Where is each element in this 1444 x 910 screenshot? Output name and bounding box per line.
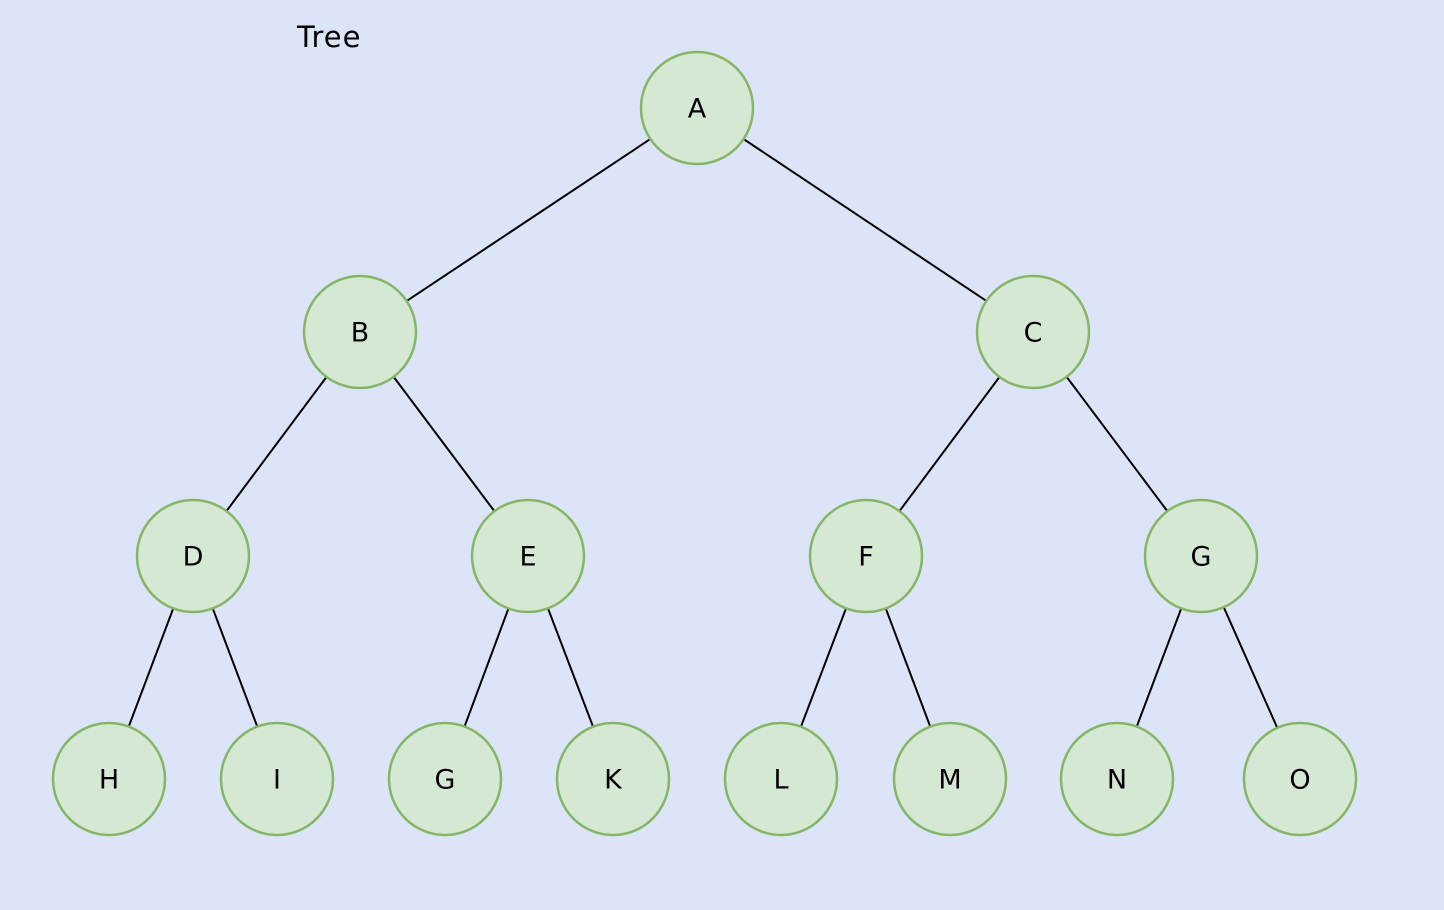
node-label: N [1107, 765, 1127, 796]
node-label: H [99, 765, 119, 796]
tree-edge-A-B [359, 107, 698, 333]
tree-node-L[interactable]: L [723, 721, 839, 837]
node-circle[interactable] [723, 721, 839, 837]
tree-node-I[interactable]: I [219, 721, 335, 837]
tree-node-G[interactable]: G [1143, 498, 1259, 614]
node-label: L [773, 765, 788, 796]
node-label: K [604, 765, 623, 796]
tree-node-A[interactable]: A [639, 50, 755, 166]
tree-node-O[interactable]: O [1242, 721, 1358, 837]
tree-nodes-layer: A B C D E F G H I G K L M N O [51, 50, 1358, 837]
node-circle[interactable] [135, 498, 251, 614]
tree-edges-layer [108, 107, 1301, 780]
node-circle[interactable] [51, 721, 167, 837]
node-label: M [938, 765, 961, 796]
node-circle[interactable] [975, 274, 1091, 390]
tree-node-K[interactable]: K [555, 721, 671, 837]
node-label: D [183, 542, 204, 573]
node-label: A [688, 94, 707, 125]
node-label: I [273, 765, 281, 796]
tree-node-B[interactable]: B [302, 274, 418, 390]
tree-node-N[interactable]: N [1059, 721, 1175, 837]
node-circle[interactable] [387, 721, 503, 837]
node-circle[interactable] [1059, 721, 1175, 837]
node-label: O [1289, 765, 1310, 796]
node-label: F [858, 542, 874, 573]
node-circle[interactable] [302, 274, 418, 390]
tree-node-H[interactable]: H [51, 721, 167, 837]
node-label: E [519, 542, 536, 573]
node-circle[interactable] [555, 721, 671, 837]
tree-node-C[interactable]: C [975, 274, 1091, 390]
node-circle[interactable] [892, 721, 1008, 837]
tree-node-E[interactable]: E [470, 498, 586, 614]
node-label: G [1191, 542, 1212, 573]
tree-node-G2[interactable]: G [387, 721, 503, 837]
node-circle[interactable] [1143, 498, 1259, 614]
tree-node-D[interactable]: D [135, 498, 251, 614]
node-circle[interactable] [808, 498, 924, 614]
node-label: B [351, 318, 370, 349]
diagram-title: Tree [297, 20, 362, 54]
tree-node-F[interactable]: F [808, 498, 924, 614]
node-circle[interactable] [470, 498, 586, 614]
node-label: G [435, 765, 456, 796]
tree-edge-A-C [696, 107, 1034, 333]
node-circle[interactable] [219, 721, 335, 837]
node-label: C [1024, 318, 1043, 349]
tree-node-M[interactable]: M [892, 721, 1008, 837]
node-circle[interactable] [1242, 721, 1358, 837]
node-circle[interactable] [639, 50, 755, 166]
